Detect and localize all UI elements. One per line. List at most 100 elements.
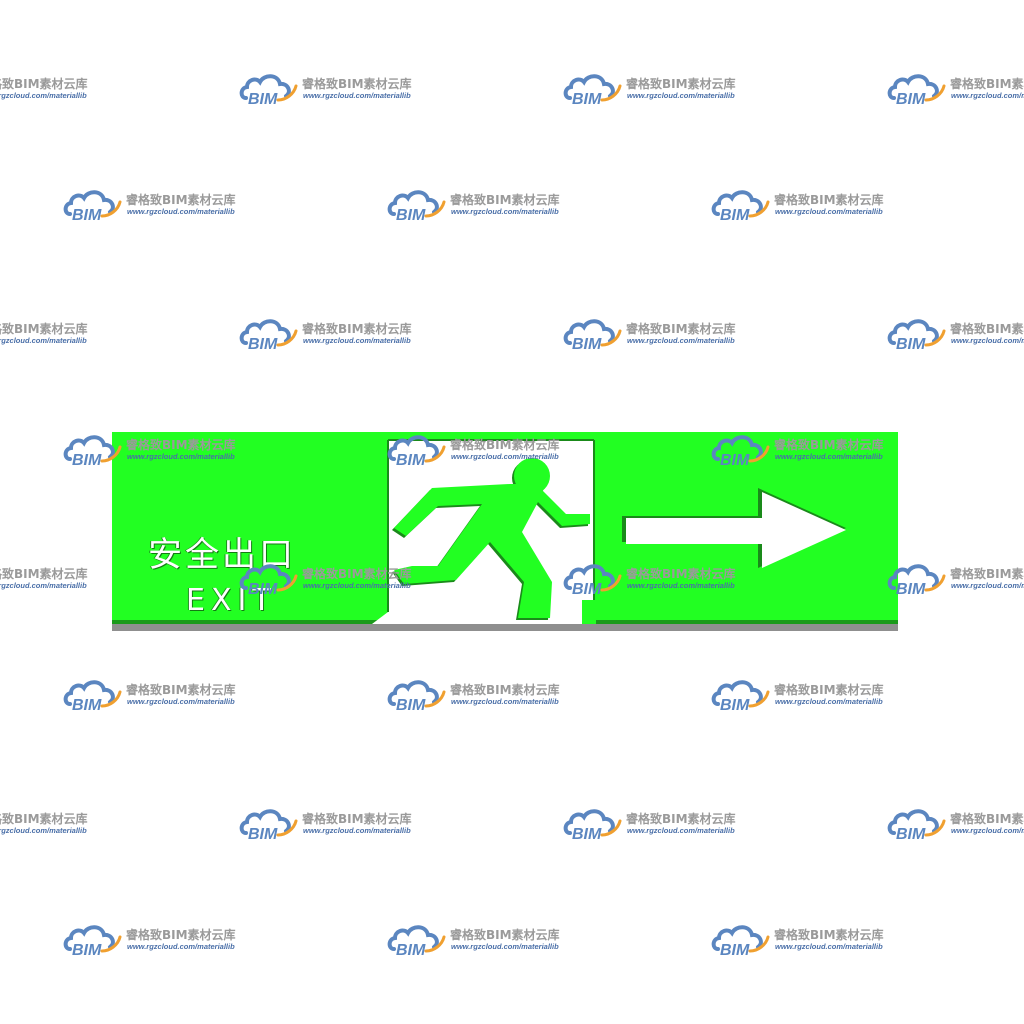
bim-cloud-logo-icon: BIM xyxy=(711,925,770,957)
watermark-url: www.rgzcloud.com/materiallib xyxy=(127,207,235,216)
watermark-url: www.rgzcloud.com/materiallib xyxy=(627,336,735,345)
watermark-url: www.rgzcloud.com/materiallib xyxy=(451,207,559,216)
bim-logo-text: BIM xyxy=(396,697,426,712)
bim-logo-text: BIM xyxy=(248,826,278,841)
watermark-name: 睿格致BIM素材云库 xyxy=(302,812,412,826)
bim-logo-text: BIM xyxy=(248,91,278,106)
watermark-name: 睿格致BIM素材云库 xyxy=(774,683,884,697)
watermark: BIM睿格致BIM素材云库www.rgzcloud.com/materialli… xyxy=(0,560,104,600)
bim-logo-text: BIM xyxy=(896,581,926,596)
watermark-url: www.rgzcloud.com/materiallib xyxy=(451,697,559,706)
watermark-url: www.rgzcloud.com/materiallib xyxy=(627,826,735,835)
bim-logo-text: BIM xyxy=(896,91,926,106)
running-man-icon xyxy=(392,458,590,620)
bim-logo-text: BIM xyxy=(720,207,750,222)
bim-cloud-logo-icon: BIM xyxy=(887,319,946,351)
watermark-url: www.rgzcloud.com/materiallib xyxy=(951,91,1024,100)
watermark-name: 睿格致BIM素材云库 xyxy=(450,683,560,697)
bim-cloud-logo-icon: BIM xyxy=(387,680,446,712)
bim-cloud-logo-icon: BIM xyxy=(239,809,298,841)
bim-logo-text: BIM xyxy=(720,942,750,957)
arrow-right-icon xyxy=(622,488,846,568)
exit-sign: 安全出口 EXIT xyxy=(112,432,898,631)
watermark-name: 睿格致BIM素材云库 xyxy=(626,322,736,336)
bim-logo-text: BIM xyxy=(572,91,602,106)
watermark-name: 睿格致BIM素材云库 xyxy=(774,193,884,207)
watermark-name: 睿格致BIM素材云库 xyxy=(126,683,236,697)
watermark: BIM睿格致BIM素材云库www.rgzcloud.com/materialli… xyxy=(886,315,1024,355)
watermark-url: www.rgzcloud.com/materiallib xyxy=(0,581,87,590)
watermark-name: 睿格致BIM素材云库 xyxy=(0,322,88,336)
bim-logo-text: BIM xyxy=(572,826,602,841)
watermark-name: 睿格致BIM素材云库 xyxy=(626,812,736,826)
watermark-url: www.rgzcloud.com/materiallib xyxy=(0,91,87,100)
watermark: BIM 睿格致BIM素材云库www.rgzcloud.com/materialli… xyxy=(886,70,1024,110)
watermark-url: www.rgzcloud.com/materiallib xyxy=(775,697,883,706)
watermark-url: www.rgzcloud.com/materiallib xyxy=(0,826,87,835)
watermark-url: www.rgzcloud.com/materiallib xyxy=(0,336,87,345)
bim-logo-text: BIM xyxy=(396,942,426,957)
bim-cloud-logo-icon: BIM xyxy=(387,925,446,957)
watermark: BIM睿格致BIM素材云库www.rgzcloud.com/materialli… xyxy=(886,805,1024,845)
watermark: BIM睿格致BIM素材云库www.rgzcloud.com/materialli… xyxy=(0,315,104,355)
watermark-url: www.rgzcloud.com/materiallib xyxy=(451,942,559,951)
bim-cloud-logo-icon: BIM xyxy=(563,319,622,351)
bim-logo-text: BIM xyxy=(248,336,278,351)
watermark-url: www.rgzcloud.com/materiallib xyxy=(951,336,1024,345)
watermark-url: www.rgzcloud.com/materiallib xyxy=(627,91,735,100)
watermark-name: 睿格致BIM素材云库 xyxy=(950,812,1024,826)
watermark-url: www.rgzcloud.com/materiallib xyxy=(303,91,411,100)
bim-cloud-logo-icon: BIM xyxy=(239,319,298,351)
bim-cloud-logo-icon: BIM xyxy=(711,680,770,712)
bim-logo-text: BIM xyxy=(72,942,102,957)
sign-base-gray xyxy=(112,624,898,631)
bim-logo-text: BIM xyxy=(572,336,602,351)
watermark-name: 睿格致BIM素材云库 xyxy=(302,322,412,336)
watermark-name: 睿格致BIM素材云库 xyxy=(0,567,88,581)
watermark-name: 睿格致BIM素材云库 xyxy=(626,77,736,91)
watermark: BIM睿格致BIM素材云库www.rgzcloud.com/materialli… xyxy=(886,560,1024,600)
bim-cloud-logo-icon: BIM xyxy=(887,74,946,106)
watermark-name: 睿格致BIM素材云库 xyxy=(302,77,412,91)
watermark-name: 睿格致BIM素材云库 xyxy=(450,193,560,207)
watermark-url: www.rgzcloud.com/materiallib xyxy=(127,942,235,951)
bim-logo-text: BIM xyxy=(72,697,102,712)
watermark-name: 睿格致BIM素材云库 xyxy=(0,812,88,826)
exit-label-en: EXIT xyxy=(186,583,277,618)
watermark-url: www.rgzcloud.com/materiallib xyxy=(775,942,883,951)
watermark: BIM睿格致BIM素材云库www.rgzcloud.com/materialli… xyxy=(0,70,104,110)
bim-cloud-logo-icon: BIM xyxy=(63,190,122,222)
watermark-name: 睿格致BIM素材云库 xyxy=(774,928,884,942)
bim-logo-text: BIM xyxy=(396,207,426,222)
bim-cloud-logo-icon: BIM xyxy=(239,74,298,106)
bim-logo-text: BIM xyxy=(896,336,926,351)
watermark-name: 睿格致BIM素材云库 xyxy=(126,193,236,207)
watermark-name: 睿格致BIM素材云库 xyxy=(450,928,560,942)
bim-cloud-logo-icon: BIM xyxy=(887,809,946,841)
watermark-url: www.rgzcloud.com/materiallib xyxy=(775,207,883,216)
bim-cloud-logo-icon: BIM xyxy=(711,190,770,222)
watermark: BIM睿格致BIM素材云库www.rgzcloud.com/materialli… xyxy=(0,805,104,845)
exit-sign-graphic xyxy=(112,432,898,631)
watermark-name: 睿格致BIM素材云库 xyxy=(950,567,1024,581)
bim-cloud-logo-icon: BIM xyxy=(63,925,122,957)
watermark-name: 睿格致BIM素材云库 xyxy=(950,77,1024,91)
bim-logo-text: BIM xyxy=(720,697,750,712)
watermark-url: www.rgzcloud.com/materiallib xyxy=(303,336,411,345)
bim-logo-text: BIM xyxy=(896,826,926,841)
bim-cloud-logo-icon: BIM xyxy=(563,74,622,106)
